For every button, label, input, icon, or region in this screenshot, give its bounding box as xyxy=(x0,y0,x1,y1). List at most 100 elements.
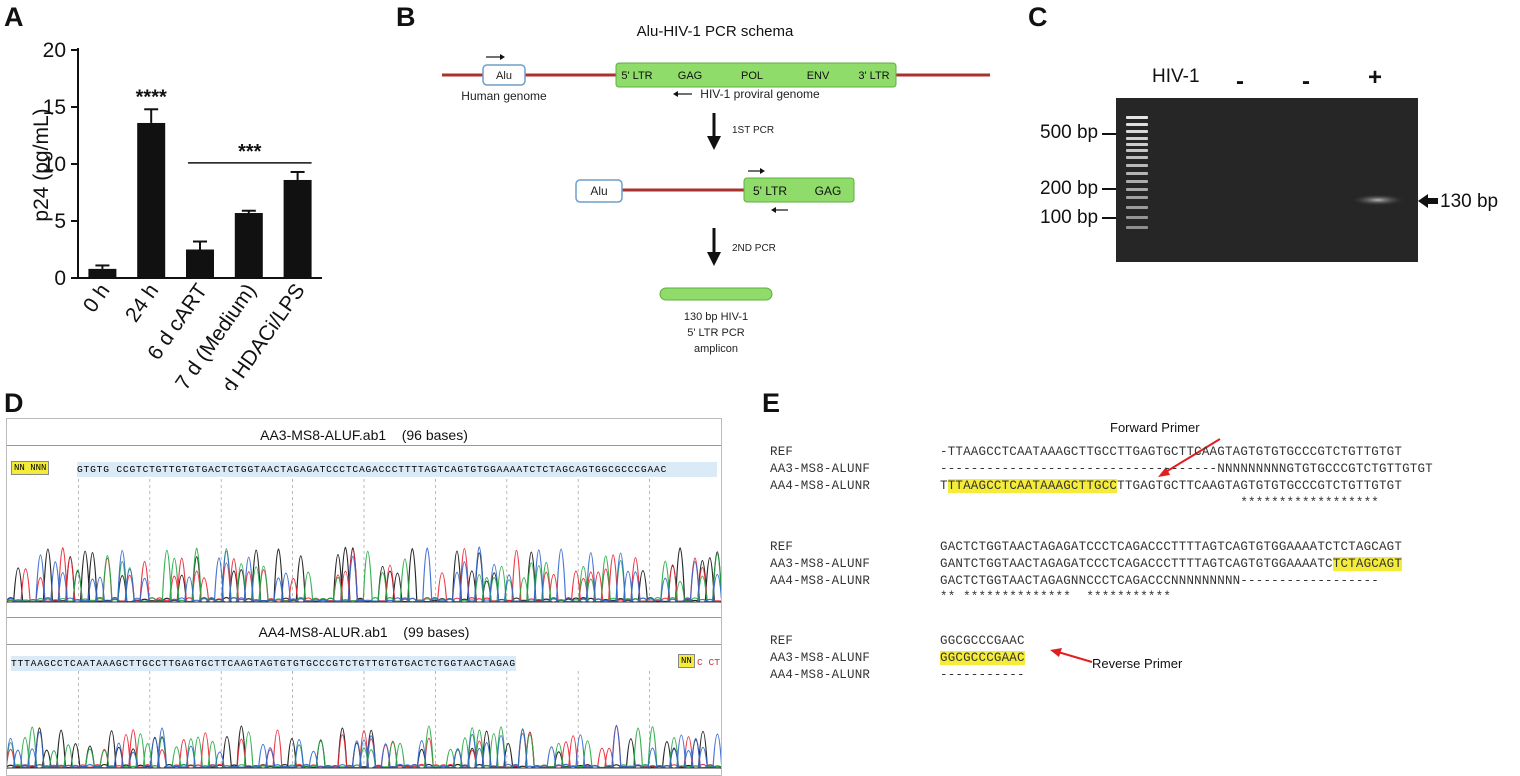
e-b1-aa4-post: TTGAGTGCTTCAAGTAGTGTGTGCCCGTCTGTTGTGT xyxy=(1117,479,1403,493)
reverse-arrow-2-icon xyxy=(771,207,788,213)
ladder-band xyxy=(1126,149,1148,152)
down-arrow-1-icon xyxy=(707,113,721,150)
gel-lane-2: - xyxy=(1302,68,1310,95)
trace2-count: (99 bases) xyxy=(403,624,470,640)
ladder-band xyxy=(1126,137,1148,140)
y-tick-label: 5 xyxy=(54,210,66,233)
band-arrow-icon xyxy=(1418,194,1438,208)
e-name-aa3-2: AA3-MS8-ALUNF xyxy=(770,557,871,571)
y-axis-label: p24 (pg/mL) xyxy=(30,108,53,221)
ladder-band xyxy=(1126,156,1148,159)
hiv-genome-box xyxy=(615,62,897,88)
segment-env: ENV xyxy=(807,70,830,82)
e-name-ref-2: REF xyxy=(770,540,794,554)
trace2-tail: C CT xyxy=(697,657,721,668)
marker-500: 500 bp xyxy=(1040,122,1099,143)
e-name-aa4-3: AA4-MS8-ALUNR xyxy=(770,668,871,682)
ladder-band xyxy=(1126,116,1148,119)
trace1-file: AA3-MS8-ALUF.ab1 xyxy=(260,427,387,443)
e-name-aa3-1: AA3-MS8-ALUNF xyxy=(770,462,871,476)
forward-arrow-alu-icon xyxy=(486,54,505,60)
y-tick-label: 15 xyxy=(43,96,66,119)
panel-label-b: B xyxy=(396,2,416,32)
y-tick-label: 10 xyxy=(43,153,66,176)
segment-3ltr: 3' LTR xyxy=(858,70,889,82)
alu-label: Alu xyxy=(496,70,512,82)
ladder-band xyxy=(1126,172,1148,175)
e-b2-aa3: GANTCTGGTAACTAGAGATCCCTCAGACCCTTTTAGTCAG… xyxy=(940,557,1403,571)
e-name-aa4-2: AA4-MS8-ALUNR xyxy=(770,574,871,588)
gel-hiv-label: HIV-1 xyxy=(1152,66,1200,87)
e-name-ref-1: REF xyxy=(770,445,794,459)
ladder-band xyxy=(1126,123,1148,126)
e-b2-aa4: GACTCTGGTAACTAGAGNNCCCTCAGACCCNNNNNNNNN-… xyxy=(940,574,1379,588)
trace1-chromatogram xyxy=(7,479,721,603)
trace2-file: AA4-MS8-ALUR.ab1 xyxy=(258,624,388,640)
x-tick-label: 0 h xyxy=(79,280,115,317)
bar xyxy=(186,249,214,278)
e-b1-ref: -TTAAGCCTCAATAAAGCTTGCCTTGAGTGCTTCAAGTAG… xyxy=(940,445,1403,459)
gel-image xyxy=(1116,98,1418,262)
y-tick-label: 20 xyxy=(43,39,66,62)
proviral-genome-label: HIV-1 proviral genome xyxy=(700,87,820,101)
e-b3-aa4: ----------- xyxy=(940,668,1025,682)
e-b1-stars: ****************** xyxy=(940,496,1379,510)
alu-box xyxy=(482,64,526,86)
trace1-nn: NN NNN xyxy=(11,461,50,475)
ladder-band xyxy=(1126,143,1148,146)
schema-title: Alu-HIV-1 PCR schema xyxy=(637,23,794,40)
reverse-arrow-1-icon xyxy=(673,91,692,97)
reverse-primer-label: Reverse Primer xyxy=(1092,656,1183,671)
alu-box-2 xyxy=(575,179,623,203)
gel-band-130bp xyxy=(1350,194,1406,206)
ltr-gag-box xyxy=(743,177,855,203)
trace2-bases: TTTAAGCCTCAATAAAGCTTGCCTTGAGTGCTTCAAGTAG… xyxy=(11,656,516,671)
significance-label: *** xyxy=(238,141,262,163)
bar xyxy=(88,268,117,278)
amp-5ltr-label: 5' LTR xyxy=(753,184,787,198)
gel-lane-3: + xyxy=(1368,64,1383,91)
marker-100: 100 bp xyxy=(1040,207,1099,228)
ladder-band xyxy=(1126,196,1148,199)
ladder-band xyxy=(1126,180,1148,183)
bar xyxy=(137,122,166,279)
panel-label-e: E xyxy=(762,388,781,418)
x-tick-label: 24 h xyxy=(121,280,163,327)
marker-200: 200 bp xyxy=(1040,178,1099,199)
down-arrow-2-icon xyxy=(707,228,721,266)
marker-ticks xyxy=(1102,133,1116,219)
forward-arrow-ltr-icon xyxy=(748,168,765,174)
forward-primer-arrow-icon xyxy=(1158,438,1221,477)
panel-label-a: A xyxy=(4,2,24,32)
band-label: 130 bp xyxy=(1440,191,1499,212)
trace1-bases: GTGTG CCGTCTGTTGTGTGACTCTGGTAACTAGAGATCC… xyxy=(77,462,717,477)
first-pcr-label: 1ST PCR xyxy=(732,125,774,136)
trace2-nn: NN xyxy=(678,654,695,668)
ladder-band xyxy=(1126,188,1148,191)
gel-ladder xyxy=(1126,116,1148,229)
e-name-aa3-3: AA3-MS8-ALUNF xyxy=(770,651,871,665)
e-b1-aa4-pre: T xyxy=(940,479,948,493)
ladder-band xyxy=(1126,226,1148,229)
trace2-title: AA4-MS8-ALUR.ab1 (99 bases) xyxy=(7,624,721,640)
second-pcr-label: 2ND PCR xyxy=(732,243,776,254)
bar xyxy=(234,213,263,278)
panel-label-d: D xyxy=(4,388,24,418)
e-name-ref-3: REF xyxy=(770,634,794,648)
e-b1-aa4-primer: TTAAGCCTCAATAAAGCTTGCC xyxy=(947,479,1118,493)
ladder-band xyxy=(1126,206,1148,209)
e-name-aa4-1: AA4-MS8-ALUNR xyxy=(770,479,871,493)
e-b1-aa3: ------------------------------------NNNN… xyxy=(940,462,1433,476)
ladder-band xyxy=(1126,130,1148,133)
chromatogram-panel: AA3-MS8-ALUF.ab1 (96 bases) NN NNN GTGTG… xyxy=(6,418,722,776)
e-b3-ref: GGCGCCCGAAC xyxy=(940,634,1025,648)
ladder-band xyxy=(1126,216,1148,219)
trace1-header xyxy=(7,419,721,446)
amplicon-bar xyxy=(659,287,773,301)
segment-pol: POL xyxy=(741,70,763,82)
human-genome-label: Human genome xyxy=(461,89,547,103)
trace-line xyxy=(7,725,721,769)
significance-label: **** xyxy=(136,86,167,108)
